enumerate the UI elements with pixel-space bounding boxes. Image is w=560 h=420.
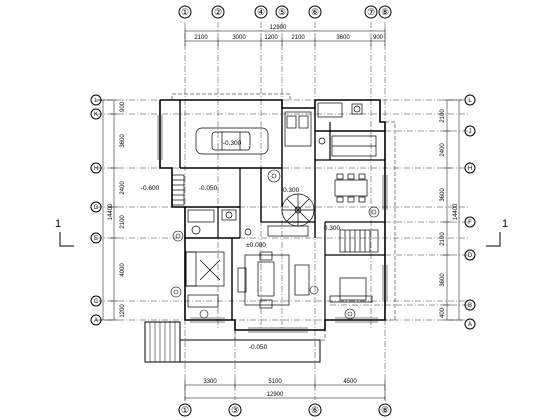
left-axis-label: L: [94, 98, 98, 104]
level-living: ±0.000: [246, 242, 266, 249]
top-axis-label: ⑤: [278, 7, 286, 17]
bottom-dimension-3: 4500: [343, 379, 357, 385]
top-axis-bubbles: ① ② ④ ⑤ ⑥ ⑦ ⑧: [178, 5, 392, 19]
lounge-furniture: [329, 277, 373, 303]
top-dimension-5: 3600: [336, 35, 350, 41]
bottom-axis-label: ①: [181, 405, 189, 415]
left-axis-label: A: [94, 318, 98, 324]
left-dimension-3: 2400: [120, 181, 126, 195]
top-dimension-6: 900: [373, 35, 384, 41]
level-entry-mid: -0.050: [199, 185, 218, 192]
right-axis-bubbles: L J H F D B A: [464, 94, 476, 330]
right-axis-label: A: [468, 322, 472, 328]
windows: [157, 115, 388, 333]
right-axis-label: F: [468, 220, 472, 226]
top-dimension-chain: 12900 2100 3000 1200 2100 3600 900: [184, 25, 386, 46]
right-dimension-3: 3600: [440, 188, 446, 202]
bottom-axis-bubbles: ① ③ ⑥ ⑧: [178, 403, 392, 417]
level-dining-step: 0.300: [324, 225, 341, 232]
bottom-dimension-1: 3300: [203, 379, 217, 385]
level-garage: -0.300: [223, 140, 242, 147]
top-dimension-1: 2100: [194, 35, 208, 41]
left-overall-dimension: 14400: [108, 203, 114, 220]
spiral-stair: [281, 193, 315, 227]
car-icon: [195, 127, 269, 155]
left-axis-label: H: [94, 166, 98, 172]
right-dimension-2: 2400: [440, 143, 446, 157]
section-mark-right: 1: [486, 218, 508, 247]
dining-furniture: [334, 173, 368, 203]
top-axis-label: ⑧: [381, 7, 389, 17]
left-axis-label: C: [94, 299, 99, 305]
left-axis-bubbles: L K H G E C A: [90, 94, 103, 326]
top-axis-label: ②: [214, 7, 222, 17]
left-dimension-1: 900: [120, 101, 126, 112]
bottom-overall-dimension: 12900: [267, 392, 284, 398]
right-overall-dimension: 14400: [453, 203, 459, 220]
right-dimension-1: 2100: [440, 109, 446, 123]
right-axis-label: J: [469, 129, 472, 135]
bottom-dimension-2: 5100: [268, 379, 282, 385]
top-dimension-3: 1200: [264, 35, 278, 41]
level-bottom-terrace: -0.050: [249, 344, 268, 351]
right-axis-label: D: [468, 253, 473, 259]
left-dimension-chain: 900 3600 2400 2100 4000 1200 14400: [100, 99, 126, 321]
bedroom-furniture: [185, 251, 225, 308]
right-axis-label: H: [468, 166, 472, 172]
top-dimension-4: 2100: [291, 35, 305, 41]
living-furniture: [237, 225, 310, 309]
level-stair-hall: -0.300: [281, 187, 300, 194]
plant-icons: [170, 169, 380, 320]
top-overall-dimension: 12900: [270, 25, 287, 31]
bottom-dimension-chain: 3300 5100 4500 12900: [184, 379, 386, 401]
right-axis-label: B: [468, 303, 472, 309]
top-axis-label: ①: [181, 7, 189, 17]
bottom-axis-label: ③: [231, 405, 239, 415]
right-dimension-4: 2100: [440, 232, 446, 246]
bottom-axis-label: ⑥: [311, 405, 319, 415]
right-dimension-chain: 2100 2400 3600 2100 3600 400 14400: [440, 99, 462, 321]
right-axis-label: L: [468, 98, 472, 104]
left-dimension-5: 4000: [120, 263, 126, 277]
top-axis-label: ⑥: [311, 7, 319, 17]
svg-text:1: 1: [55, 218, 61, 230]
entry-steps: [171, 174, 185, 206]
top-axis-label: ④: [257, 7, 265, 17]
left-axis-label: K: [94, 112, 98, 118]
left-dimension-2: 3600: [120, 134, 126, 148]
level-entry-left: -0.600: [141, 185, 160, 192]
svg-text:1: 1: [502, 218, 508, 230]
right-dimension-6: 400: [440, 307, 446, 318]
left-dimension-6: 1200: [120, 304, 126, 318]
bottom-terrace: [144, 321, 321, 363]
right-dimension-5: 3600: [440, 273, 446, 287]
vertical-axis-lines: [184, 22, 386, 400]
service-fixtures: [284, 102, 377, 157]
left-axis-label: G: [94, 205, 99, 211]
section-mark-left: 1: [55, 218, 74, 247]
left-axis-label: E: [94, 236, 98, 242]
interior-walls: [179, 100, 385, 320]
top-axis-label: ⑦: [367, 7, 375, 17]
bottom-axis-label: ⑧: [381, 405, 389, 415]
right-stair: [339, 229, 379, 253]
left-dimension-4: 2100: [120, 215, 126, 229]
bath-fixtures: [187, 209, 237, 235]
top-dimension-2: 3000: [232, 35, 246, 41]
